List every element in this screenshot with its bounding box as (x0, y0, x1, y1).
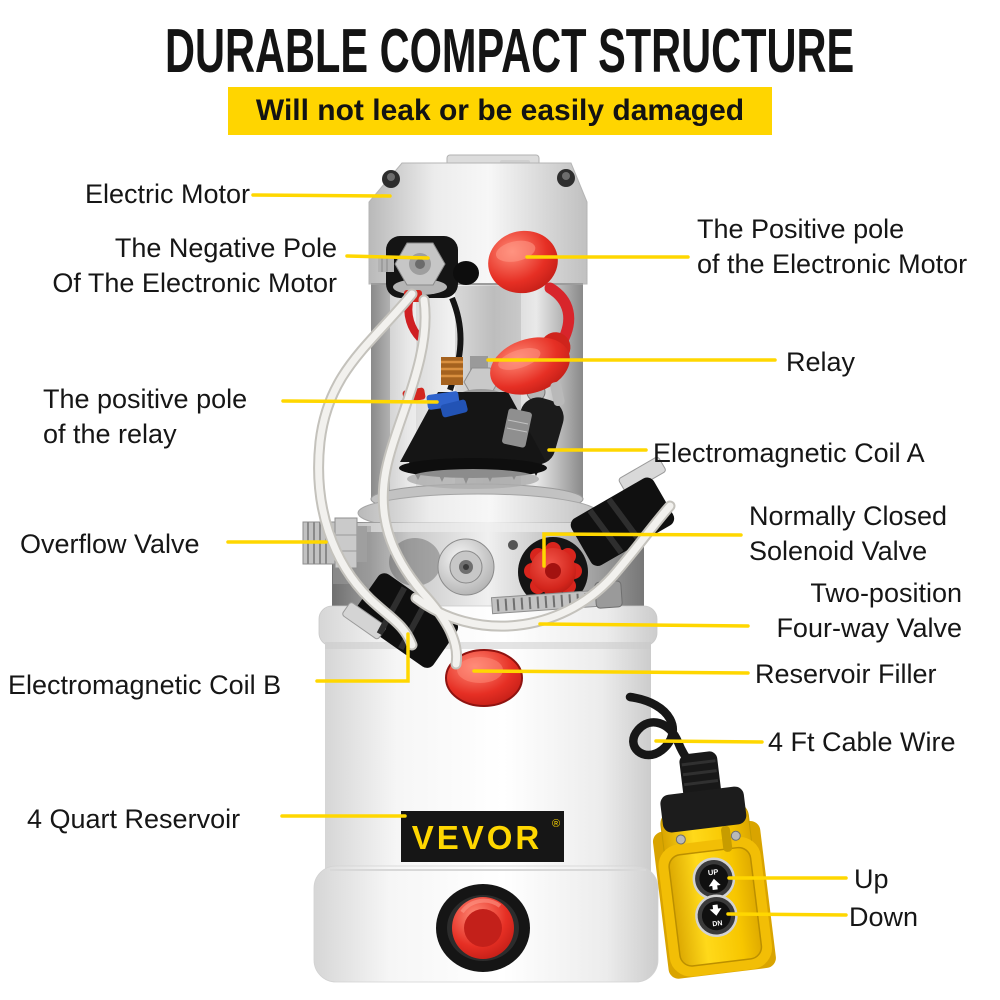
label-line: Normally Closed (749, 501, 948, 531)
page-title: DURABLE COMPACT STRUCTURE (165, 17, 855, 86)
down-button: DN (695, 894, 738, 937)
label-cable-wire: 4 Ft Cable Wire (768, 727, 956, 757)
leader-negative-pole (345, 254, 430, 260)
label-line: Four-way Valve (776, 613, 962, 643)
subtitle-banner: Will not leak or be easily damaged (228, 87, 772, 135)
label-down: Down (849, 902, 919, 932)
label-reservoir-filler: Reservoir Filler (755, 659, 937, 689)
leader-solenoid-valve (542, 532, 743, 568)
pendant-screw (730, 830, 741, 841)
label-electromagnetic-coil-a: Electromagnetic Coil A (653, 438, 925, 468)
motor-grommet (453, 261, 479, 285)
label-electromagnetic-coil-b: Electromagnetic Coil B (8, 670, 282, 700)
pendant-screw (675, 834, 686, 845)
svg-text:DN: DN (712, 920, 723, 928)
label-line: of the Electronic Motor (697, 249, 968, 279)
brand-registered-mark: ® (552, 818, 560, 830)
label-quart-reservoir: 4 Quart Reservoir (27, 804, 241, 834)
brand-plate: VEVOR ® (401, 811, 564, 862)
label-four-way-valve: Two-position Four-way Valve (776, 576, 962, 646)
down-arrow-icon (709, 904, 722, 916)
reservoir-tank: VEVOR ® (313, 605, 659, 983)
reservoir-filler-cap (445, 649, 523, 707)
leader-down (726, 912, 848, 917)
label-relay: Relay (786, 347, 856, 377)
leader-coil-b (315, 632, 410, 683)
label-line: The Positive pole (697, 214, 905, 244)
label-line: Solenoid Valve (749, 536, 928, 566)
red-terminal-caps (488, 230, 575, 407)
label-electric-motor: Electric Motor (84, 179, 250, 209)
label-negative-pole-motor: The Negative Pole Of The Electronic Moto… (52, 231, 337, 301)
relay (399, 356, 564, 489)
relay-coil-spring (441, 357, 463, 385)
label-line: The positive pole (43, 384, 248, 414)
leader-positive-pole-relay (281, 399, 439, 404)
brand-logo-text: VEVOR (412, 819, 543, 856)
pendant-cable (625, 692, 713, 785)
pendant-control: UP DN (652, 751, 776, 979)
label-solenoid-valve: Normally Closed Solenoid Valve (749, 499, 947, 569)
label-line: Of The Electronic Motor (52, 268, 337, 298)
wiring (313, 288, 676, 670)
label-positive-pole-relay: The positive pole of the relay (43, 382, 247, 452)
label-line: Two-position (810, 578, 962, 608)
electromagnetic-coil-a (570, 456, 675, 566)
label-line: The Negative Pole (114, 233, 337, 263)
leader-electric-motor (251, 193, 392, 198)
drain-cap (436, 884, 530, 972)
up-arrow-icon (708, 878, 721, 890)
leader-lines (226, 193, 848, 917)
solenoid-valve-knob (518, 537, 588, 607)
label-up: Up (854, 864, 889, 894)
label-overflow-valve: Overflow Valve (20, 529, 200, 559)
label-line: of the relay (43, 419, 177, 449)
leader-four-way-valve (538, 622, 750, 628)
leader-reservoir-filler (472, 669, 750, 675)
leader-cable-wire (654, 739, 764, 744)
svg-text:UP: UP (707, 867, 718, 877)
label-positive-pole-motor: The Positive pole of the Electronic Moto… (697, 212, 967, 282)
up-button: UP (692, 857, 736, 901)
